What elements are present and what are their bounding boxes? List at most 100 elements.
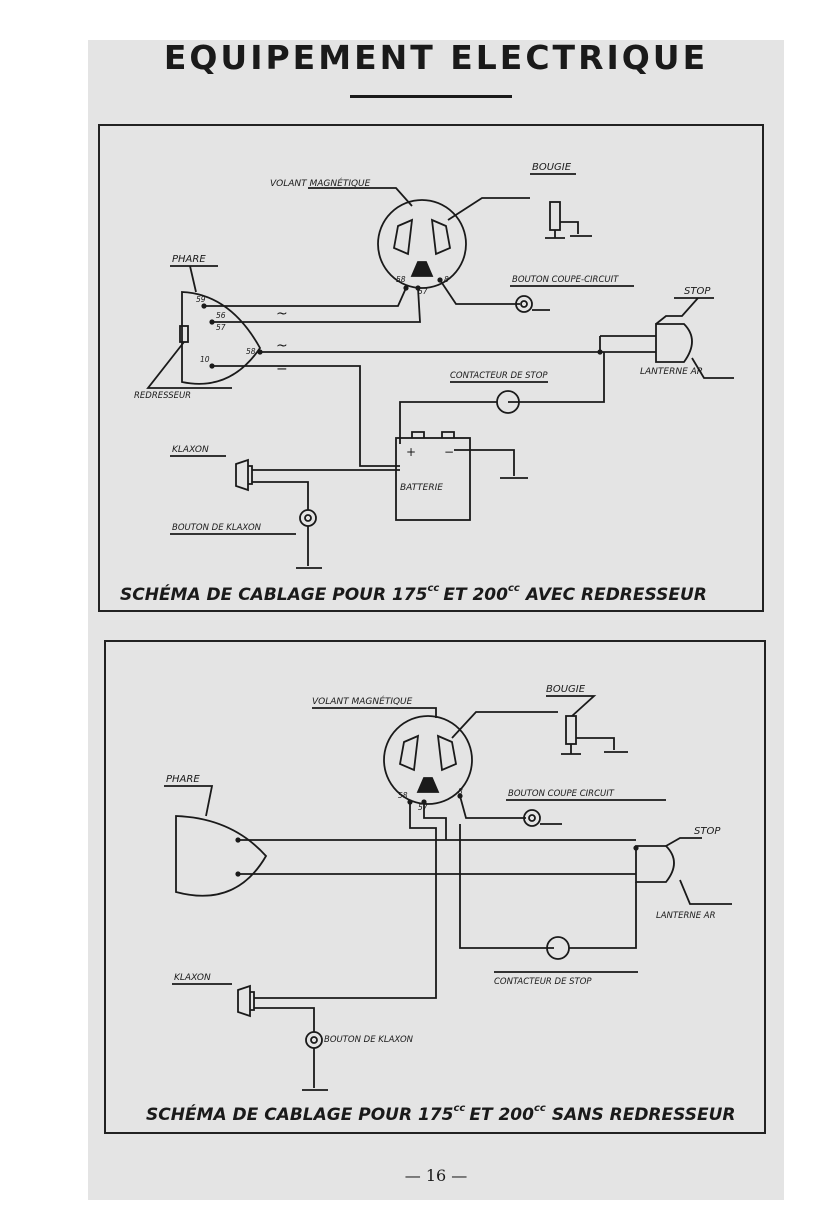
magneto-pole: [398, 734, 420, 772]
magneto-flywheel: [383, 715, 473, 805]
tail-lamp: [655, 323, 693, 363]
phare-leader: [164, 785, 214, 817]
label-contacteur: CONTACTEUR DE STOP: [450, 371, 548, 381]
terminal-8-magneto: 8: [444, 275, 449, 284]
page-number: — 16 —: [404, 1166, 468, 1185]
wire-stop-switch: [508, 352, 605, 403]
wire-59: [204, 287, 407, 307]
horn-button: [299, 509, 317, 527]
label-klaxon: KLAXON: [174, 973, 211, 983]
hv-wire: [451, 711, 558, 739]
label-volant: VOLANT MAGNÉTIQUE: [312, 695, 413, 707]
lanterne-leader: [679, 879, 732, 905]
label-bouton-coupe: BOUTON COUPE CIRCUIT: [508, 789, 615, 799]
terminal-58-magneto: 58: [396, 275, 406, 284]
wire-horn-button: [254, 1007, 315, 1032]
magneto-pole: [392, 218, 414, 256]
terminal-58: 58: [246, 347, 256, 356]
title-underline: [350, 95, 512, 98]
leader-line: [308, 187, 413, 207]
label-klaxon: KLAXON: [172, 445, 209, 455]
magneto-coil: [416, 777, 440, 793]
wire-8-stop: [459, 824, 554, 949]
dc-symbol: =: [276, 360, 288, 376]
wiring-diagram-without-rectifier: VOLANT MAGNÉTIQUE BOUGIE PHARE BOUTON CO…: [146, 684, 736, 1125]
label-bouton-coupe: BOUTON COUPE-CIRCUIT: [512, 275, 619, 285]
kill-switch-center: [528, 814, 536, 822]
terminal-56: 56: [216, 311, 226, 320]
horn-body: [248, 465, 253, 485]
lanterne-leader: [691, 357, 734, 379]
wiring-diagram-with-rectifier: VOLANT MAGNÉTIQUE BOUGIE PHARE BOUTON CO…: [120, 162, 734, 605]
label-bouton-klaxon: BOUTON DE KLAXON: [172, 523, 262, 533]
label-lanterne: LANTERNE AR: [640, 367, 703, 377]
terminal-dots: [235, 793, 639, 877]
battery-minus: −: [444, 445, 454, 459]
plug-base: [545, 230, 565, 239]
wire-10-battery: [212, 365, 400, 467]
spark-plug: [549, 201, 561, 231]
battery-terminals: [411, 431, 455, 438]
terminal-dots: [201, 277, 603, 369]
plug-ground: [576, 737, 628, 753]
kill-switch-wire: [439, 279, 520, 305]
plug-base: [561, 744, 581, 755]
plug-ground: [560, 221, 592, 237]
horn-body: [250, 991, 255, 1011]
terminal-57: 57: [216, 323, 226, 332]
wire-stop-battery: [399, 401, 497, 444]
kill-switch-button: [523, 809, 541, 827]
label-contacteur: CONTACTEUR DE STOP: [494, 977, 592, 987]
redresseur-leader: [146, 341, 232, 389]
label-batterie: BATTERIE: [400, 483, 443, 493]
wire-horn-button: [252, 481, 309, 510]
battery-plus: +: [406, 445, 416, 459]
diagram-panel-without-rectifier: VOLANT MAGNÉTIQUE BOUGIE PHARE BOUTON CO…: [104, 640, 766, 1134]
magneto-flywheel: [377, 199, 467, 289]
horn: [235, 458, 249, 492]
page-title: EQUIPEMENT ELECTRIQUE: [163, 38, 709, 77]
phare-leader: [189, 265, 197, 293]
page-sheet: [88, 40, 784, 1200]
headlamp: [181, 291, 262, 385]
battery: [395, 437, 471, 521]
label-phare: PHARE: [166, 774, 200, 785]
label-lanterne: LANTERNE AR: [656, 911, 716, 921]
stop-leader: [655, 297, 699, 325]
kill-switch-center: [520, 300, 528, 308]
kill-switch-button: [515, 295, 533, 313]
label-stop: STOP: [684, 286, 711, 297]
wire-58: [409, 802, 437, 982]
terminal-59: 59: [196, 295, 206, 304]
terminal-8: 8: [458, 787, 463, 796]
label-bougie: BOUGIE: [532, 162, 572, 173]
ac-symbol: ~: [276, 338, 288, 354]
terminal-58: 58: [398, 791, 408, 800]
bougie-underline: [546, 695, 597, 717]
hv-wire: [447, 197, 530, 221]
horn-button-center: [304, 514, 312, 522]
magneto-pole: [436, 734, 458, 772]
label-bouton-klaxon: BOUTON DE KLAXON: [324, 1035, 414, 1045]
terminal-10: 10: [200, 355, 210, 364]
spark-plug: [565, 715, 577, 745]
terminal-57-magneto: 57: [418, 287, 428, 296]
wire-57: [212, 287, 421, 323]
kill-switch-wire: [459, 795, 526, 819]
headlamp: [175, 815, 268, 897]
horn: [237, 984, 251, 1018]
stop-leader: [665, 837, 702, 847]
label-stop: STOP: [694, 826, 721, 837]
tail-lamp: [635, 845, 675, 883]
horn-button: [305, 1031, 323, 1049]
label-bougie: BOUGIE: [546, 684, 586, 695]
label-phare: PHARE: [172, 254, 206, 265]
horn-button-center: [310, 1036, 318, 1044]
magneto-coil: [410, 261, 434, 277]
wire-57: [423, 802, 447, 840]
leader-line: [312, 707, 437, 718]
wire-horn-magneto: [254, 982, 437, 999]
diagram-panel-with-rectifier: VOLANT MAGNÉTIQUE BOUGIE PHARE BOUTON CO…: [98, 124, 764, 612]
